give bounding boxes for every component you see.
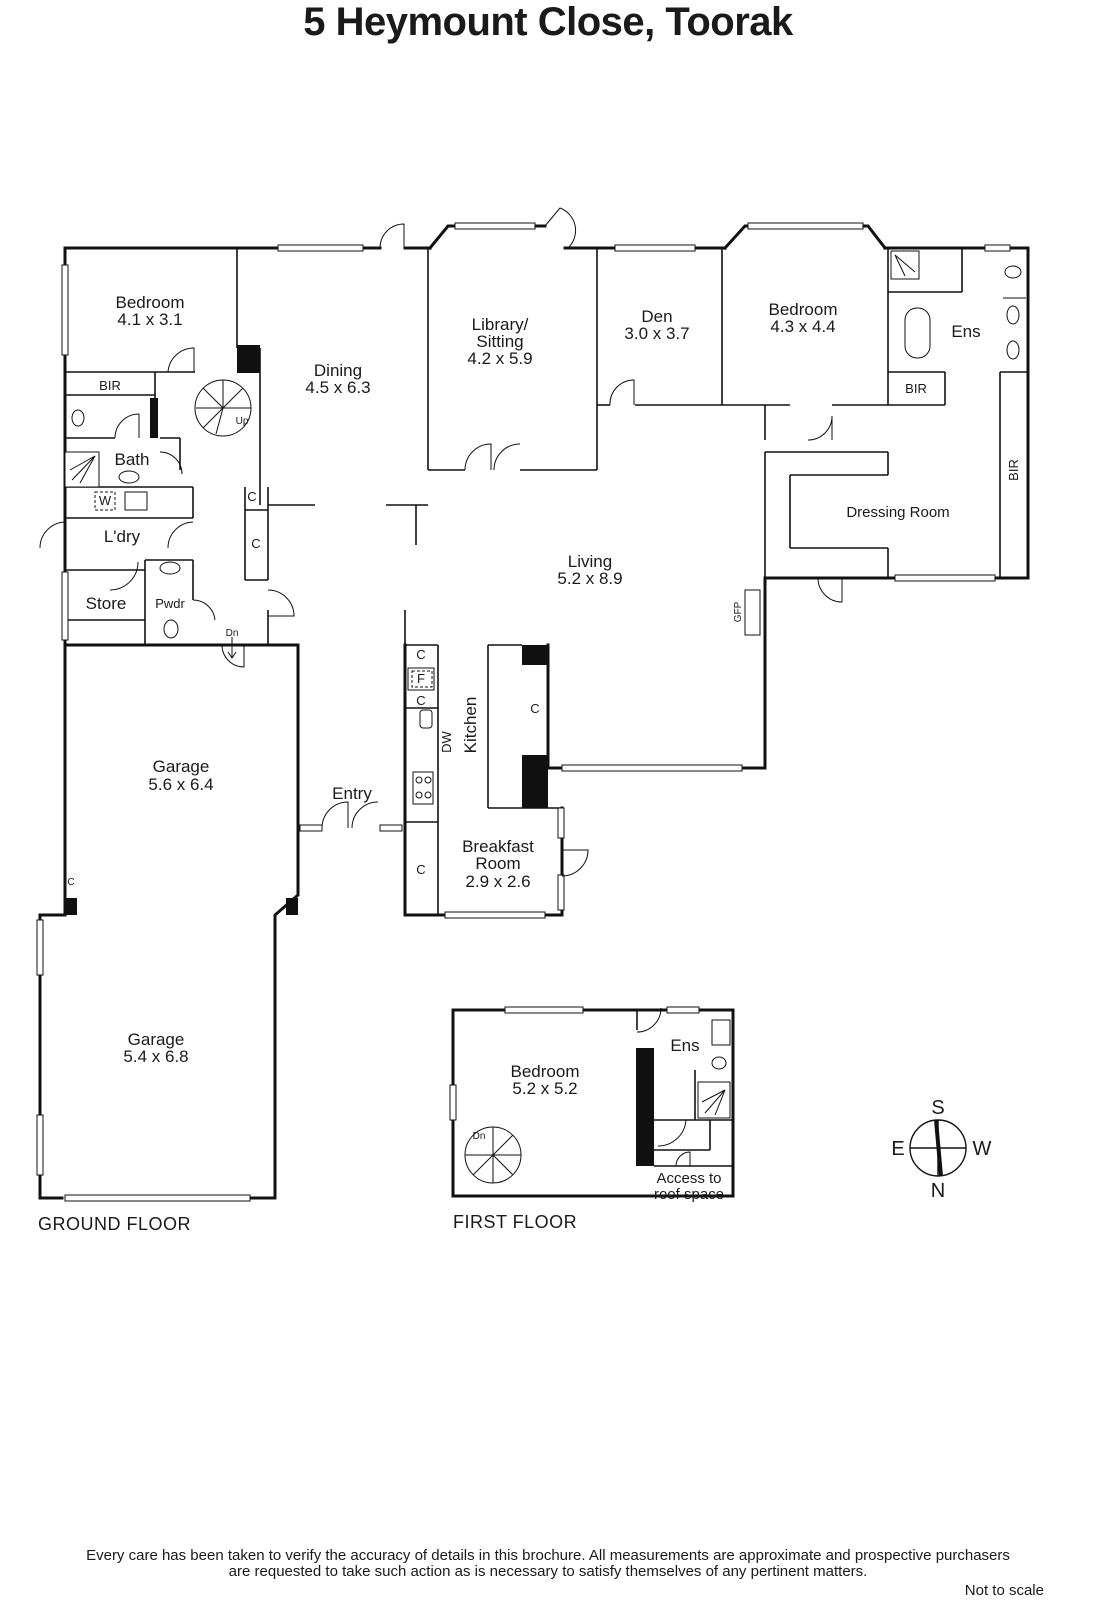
room-pwdr: Pwdr <box>155 596 185 611</box>
marker-c-1: C <box>247 489 256 504</box>
label-roof-access-2: roof space <box>654 1186 724 1203</box>
room-bir-3: BIR <box>1006 459 1021 481</box>
room-entry: Entry <box>332 784 372 803</box>
room-garage-2-size: 5.4 x 6.8 <box>123 1047 188 1066</box>
room-garage-1-size: 5.6 x 6.4 <box>148 775 213 794</box>
room-bir-2: BIR <box>905 381 927 396</box>
compass-e: E <box>891 1138 904 1160</box>
page-title: 5 Heymount Close, Toorak <box>303 0 793 44</box>
room-labels: Bedroom 4.1 x 3.1 Dining 4.5 x 6.3 Libra… <box>38 293 1021 1234</box>
room-kitchen: Kitchen <box>461 697 480 754</box>
room-breakfast-2: Room <box>475 854 520 873</box>
room-laundry: L'dry <box>104 527 141 546</box>
room-bath: Bath <box>115 450 150 469</box>
compass-n: N <box>931 1180 945 1202</box>
marker-c-2: C <box>251 536 260 551</box>
fixtures <box>64 250 1026 805</box>
room-living: Living <box>568 552 612 571</box>
marker-c-7: C <box>67 877 74 888</box>
windows <box>36 222 1011 1202</box>
room-ens-1: Ens <box>951 322 980 341</box>
room-den: Den <box>641 307 672 326</box>
scale-note: Not to scale <box>964 1582 1044 1599</box>
compass-w: W <box>973 1138 992 1160</box>
room-dressing: Dressing Room <box>846 504 949 521</box>
room-garage-1: Garage <box>153 757 210 776</box>
room-bedroom-3-size: 5.2 x 5.2 <box>512 1079 577 1098</box>
room-dining-size: 4.5 x 6.3 <box>305 378 370 397</box>
marker-up: Up <box>236 416 249 427</box>
label-ground-floor: GROUND FLOOR <box>38 1214 191 1234</box>
room-library-2: Sitting <box>476 332 523 351</box>
room-breakfast: Breakfast <box>462 837 534 856</box>
room-breakfast-size: 2.9 x 2.6 <box>465 872 530 891</box>
marker-c-4: C <box>416 693 425 708</box>
marker-dn: Dn <box>226 628 239 639</box>
interior-walls <box>65 248 1028 915</box>
marker-c-6: C <box>416 862 425 877</box>
room-library-size: 4.2 x 5.9 <box>467 349 532 368</box>
room-ens-2: Ens <box>670 1036 699 1055</box>
room-bedroom-3: Bedroom <box>511 1062 580 1081</box>
first-floor-plan: Bedroom 5.2 x 5.2 Ens Dn Access to roof … <box>449 1006 735 1232</box>
disclaimer-line-1: Every care has been taken to verify the … <box>86 1547 1010 1564</box>
room-dining: Dining <box>314 361 362 380</box>
room-bedroom-2: Bedroom <box>769 300 838 319</box>
compass-s: S <box>931 1097 944 1119</box>
floor-plan: Bedroom 4.1 x 3.1 Dining 4.5 x 6.3 Libra… <box>36 207 1030 1234</box>
room-bedroom-1: Bedroom <box>116 293 185 312</box>
marker-dw: DW <box>439 730 454 752</box>
compass-icon: S E W N <box>891 1097 991 1202</box>
marker-gfp: GFP <box>733 601 744 622</box>
doors <box>39 207 843 877</box>
marker-f: F <box>417 671 425 686</box>
room-library: Library/ <box>472 315 529 334</box>
disclaimer: Every care has been taken to verify the … <box>0 1548 1096 1580</box>
room-bedroom-1-size: 4.1 x 3.1 <box>117 310 182 329</box>
marker-c-3: C <box>416 647 425 662</box>
disclaimer-line-2: are requested to take such action as is … <box>228 1563 868 1580</box>
marker-c-5: C <box>530 701 539 716</box>
solid-wall-blocks <box>65 345 548 915</box>
marker-dn-2: Dn <box>473 1131 486 1142</box>
room-living-size: 5.2 x 8.9 <box>557 569 622 588</box>
marker-w: W <box>99 493 112 508</box>
label-roof-access-1: Access to <box>656 1170 721 1187</box>
label-first-floor: FIRST FLOOR <box>453 1212 577 1232</box>
room-store: Store <box>86 594 127 613</box>
room-bir-1: BIR <box>99 378 121 393</box>
room-bedroom-2-size: 4.3 x 4.4 <box>770 317 835 336</box>
room-garage-2: Garage <box>128 1030 185 1049</box>
room-den-size: 3.0 x 3.7 <box>624 324 689 343</box>
